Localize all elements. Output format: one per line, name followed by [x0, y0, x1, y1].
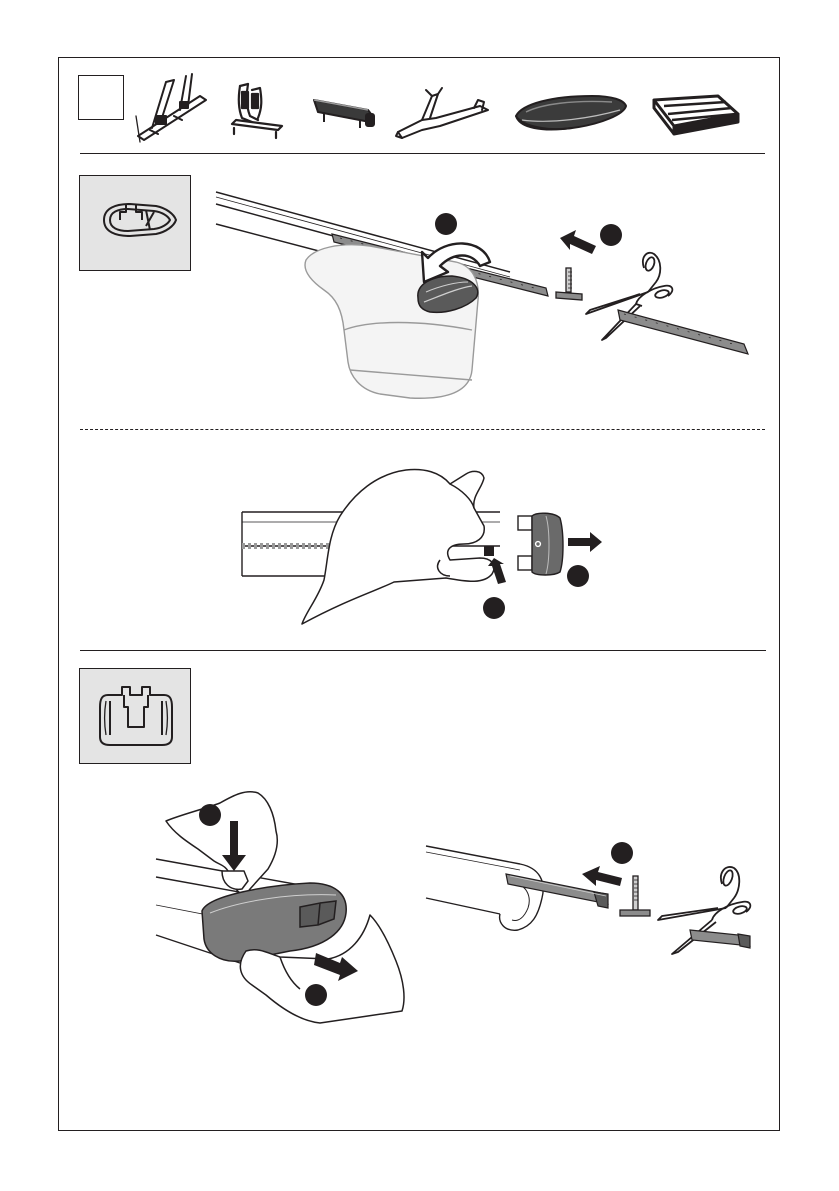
- roof-basket-icon: [644, 92, 744, 138]
- roof-box-icon: [512, 90, 630, 136]
- wingbar-foot: [305, 245, 478, 398]
- insert-arrow-icon: [582, 866, 622, 886]
- header-divider: [80, 153, 765, 154]
- step-badge-1: [567, 565, 589, 587]
- bike-carrier-icon: [130, 72, 210, 144]
- pull-arrow-icon: [568, 532, 602, 552]
- step-badge-2: [483, 597, 505, 619]
- squarebar-profile-icon: [98, 683, 174, 749]
- ski-carrier-icon: [310, 92, 380, 132]
- section-divider-dashed: [80, 429, 765, 430]
- kayak-carrier-icon: [228, 80, 288, 140]
- upper-hand-icon: [166, 792, 277, 894]
- squarebar-end-cap: [202, 883, 346, 961]
- cut-rubber-strip: [618, 310, 748, 354]
- step-badge-2: [305, 984, 327, 1006]
- t-bolt-icon: [556, 268, 582, 300]
- step-badge-2: [600, 224, 622, 246]
- wingbar-profile-icon: [96, 200, 178, 240]
- release-button: [484, 546, 494, 556]
- step-badge-1: [435, 213, 457, 235]
- step-badge-1: [611, 842, 633, 864]
- end-cap-removal-illustration: [236, 460, 616, 630]
- section-divider: [80, 650, 766, 651]
- hand-icon: [302, 470, 494, 624]
- squarebar-t-track-illustration: [422, 838, 762, 962]
- cut-rubber-strip: [690, 930, 750, 948]
- t-bolt-icon: [620, 876, 650, 916]
- wingbar-t-track-illustration: [210, 180, 770, 405]
- removed-end-cap: [518, 513, 563, 575]
- squarebar-profile-panel: [79, 668, 191, 764]
- wingbar-profile-panel: [79, 175, 191, 271]
- squarebar-end-cap-removal-illustration: [150, 785, 410, 1025]
- step-badge-1: [199, 804, 221, 826]
- fork-bike-carrier-icon: [392, 86, 496, 142]
- step-number-box: [78, 75, 124, 120]
- insert-arrow-icon: [560, 230, 596, 254]
